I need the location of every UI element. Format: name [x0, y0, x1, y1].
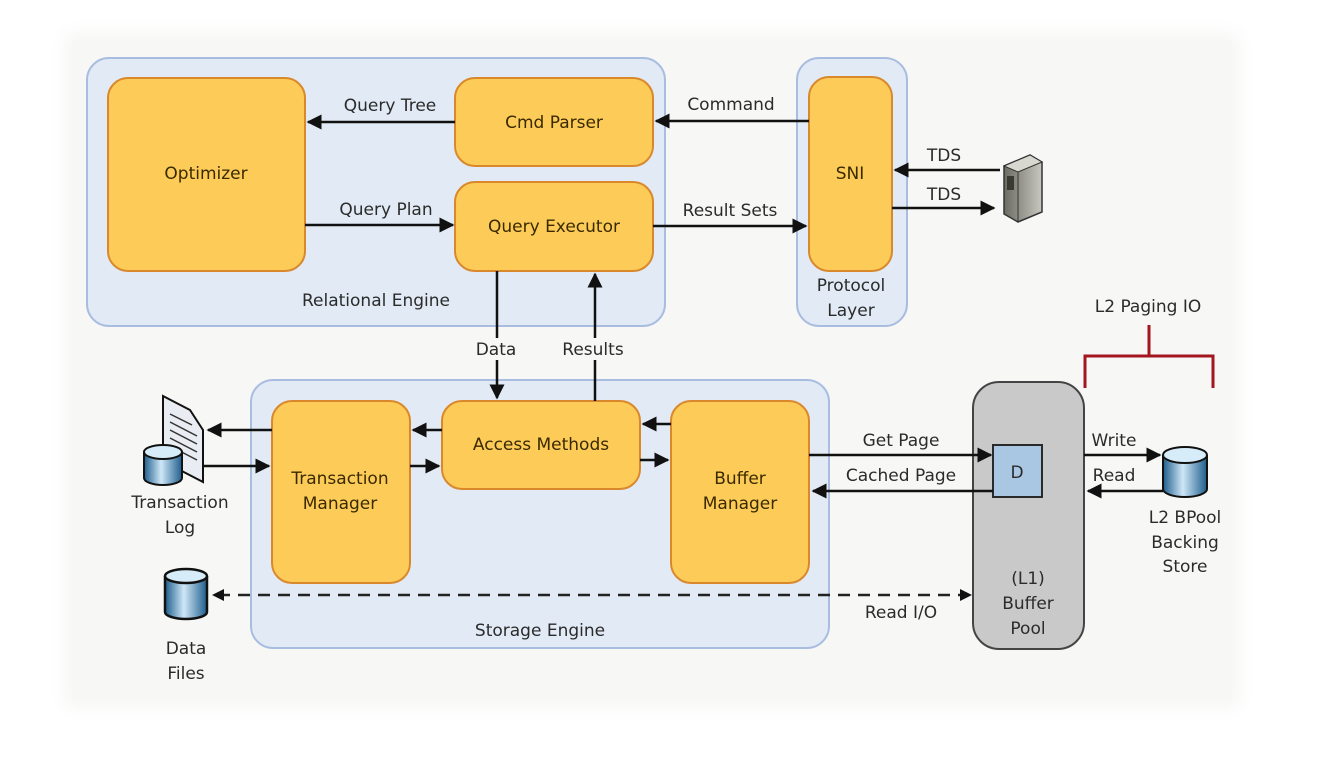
- buffer-pool-group: (L1) Buffer Pool D: [972, 381, 1085, 650]
- data-label: Data: [476, 340, 517, 360]
- data-page-box: [992, 444, 1043, 498]
- optimizer-label: Optimizer: [164, 164, 247, 184]
- storage-engine-label: Storage Engine: [475, 621, 605, 641]
- sni-label: SNI: [836, 164, 865, 184]
- get-page-label: Get Page: [863, 431, 940, 451]
- access-methods-label: Access Methods: [473, 435, 609, 455]
- buffer-manager-box: Buffer Manager: [670, 400, 810, 584]
- read-label: Read: [1093, 466, 1136, 486]
- cmd-parser-box: Cmd Parser: [454, 77, 654, 167]
- relational-engine-label: Relational Engine: [302, 291, 450, 311]
- buffer-pool-label-3: Pool: [1010, 619, 1045, 639]
- access-methods-box: Access Methods: [441, 400, 641, 490]
- transaction-log-icon: [143, 394, 204, 486]
- command-label: Command: [687, 95, 774, 115]
- read-io-label: Read I/O: [865, 603, 937, 623]
- data-files-label-2: Files: [167, 664, 204, 684]
- l2-store-icon: [1162, 446, 1208, 498]
- l2-store-label-1: L2 BPool: [1149, 508, 1222, 528]
- query-executor-label: Query Executor: [488, 217, 620, 237]
- optimizer-box: Optimizer: [107, 77, 306, 272]
- data-page-label: D: [1010, 463, 1023, 483]
- transaction-log-label-2: Log: [165, 518, 195, 538]
- transaction-manager-label-2: Manager: [303, 494, 378, 514]
- data-files-icon: [163, 567, 209, 621]
- transaction-manager-label-1: Transaction: [290, 469, 388, 489]
- cached-page-label: Cached Page: [846, 466, 956, 486]
- transaction-log-label-1: Transaction: [130, 493, 228, 513]
- query-plan-label: Query Plan: [339, 200, 432, 220]
- server-icon: [1002, 154, 1044, 223]
- protocol-layer-label-2: Layer: [827, 301, 874, 321]
- l2-store-label-2: Backing: [1151, 533, 1219, 553]
- query-executor-box: Query Executor: [454, 181, 654, 272]
- tds-in-label: TDS: [926, 146, 961, 166]
- write-label: Write: [1092, 431, 1137, 451]
- buffer-pool-label-1: (L1): [1011, 569, 1045, 589]
- l2-paging-bracket: [1083, 325, 1215, 388]
- data-files-label-1: Data: [166, 639, 207, 659]
- result-sets-label: Result Sets: [683, 201, 778, 221]
- l2-paging-label: L2 Paging IO: [1095, 297, 1201, 317]
- transaction-manager-box: Transaction Manager: [271, 400, 411, 584]
- buffer-manager-label-1: Buffer: [714, 469, 766, 489]
- buffer-pool-label-2: Buffer: [1002, 594, 1054, 614]
- l2-store-label-3: Store: [1163, 557, 1208, 577]
- tds-out-label: TDS: [926, 185, 961, 205]
- results-label: Results: [562, 340, 624, 360]
- buffer-manager-label-2: Manager: [703, 494, 778, 514]
- sni-box: SNI: [808, 76, 893, 272]
- protocol-layer-label-1: Protocol: [817, 276, 886, 296]
- cmd-parser-label: Cmd Parser: [505, 113, 603, 133]
- query-tree-label: Query Tree: [344, 96, 437, 116]
